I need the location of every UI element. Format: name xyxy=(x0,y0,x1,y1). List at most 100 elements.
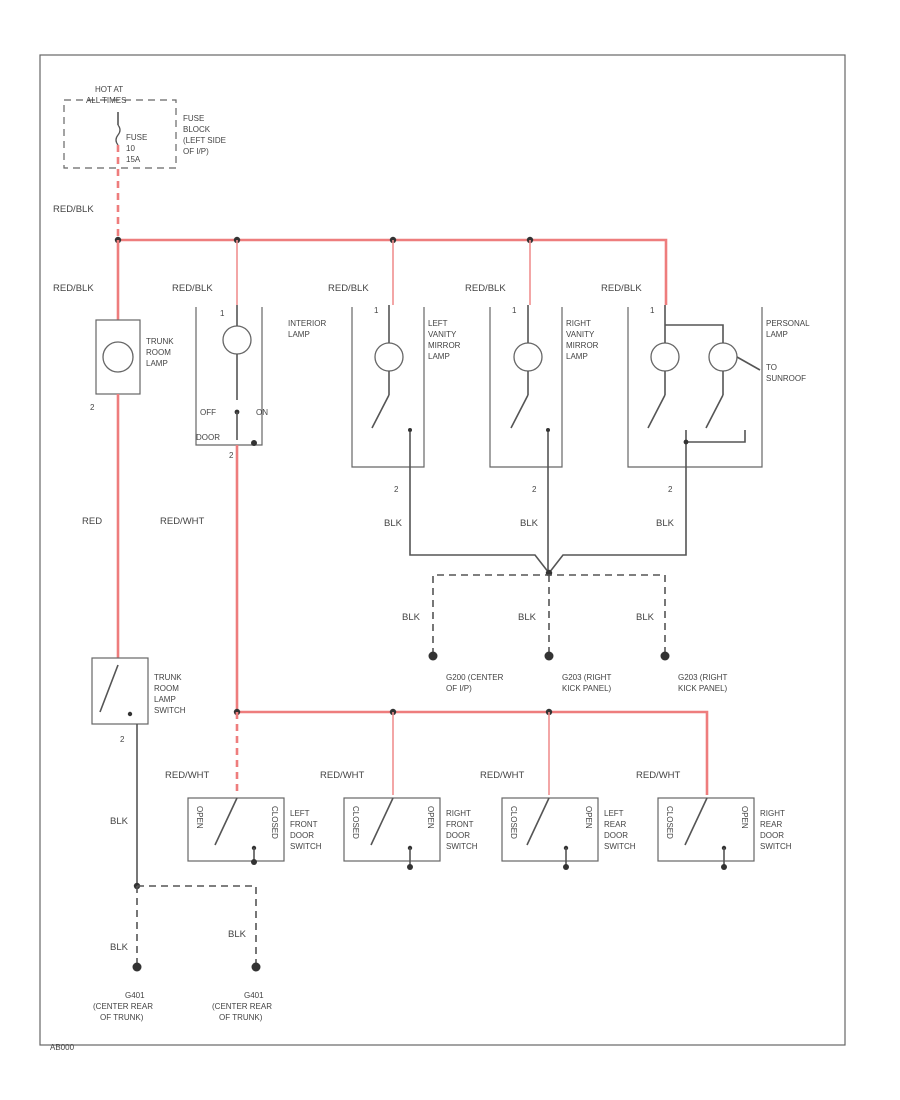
rr-door-state: CLOSED xyxy=(665,806,674,839)
lf-door-state2: CLOSED xyxy=(270,806,279,839)
personal-pin-bottom: 2 xyxy=(668,485,673,494)
left-mirror-label-1: LEFT xyxy=(428,319,448,328)
right-mirror-label-3: MIRROR xyxy=(566,341,599,350)
fuse-block-label-1: FUSE xyxy=(183,114,204,123)
interior-label-2: LAMP xyxy=(288,330,310,339)
wire-label-blk-3: BLK xyxy=(656,518,675,529)
bulb-icon xyxy=(374,342,404,372)
ground-g203a-label-1: G203 (RIGHT xyxy=(562,673,611,682)
ground-g200-label-2: OF I/P) xyxy=(446,684,472,693)
trunk-switch-label-2: ROOM xyxy=(154,684,179,693)
right-mirror-label-1: RIGHT xyxy=(566,319,591,328)
right-front-door-switch: CLOSED OPEN RIGHT FRONT DOOR SWITCH xyxy=(343,797,478,870)
wire-label-blk-6: BLK xyxy=(636,612,655,623)
ground-g203a-label-2: KICK PANEL) xyxy=(562,684,612,693)
right-mirror-pin-top: 1 xyxy=(512,306,517,315)
lf-door-state: OPEN xyxy=(195,806,204,829)
fuse-block-label-3: (LEFT SIDE xyxy=(183,136,226,145)
lr-door-state: CLOSED xyxy=(509,806,518,839)
right-mirror-pin-bottom: 2 xyxy=(532,485,537,494)
wire-label-blk-8: BLK xyxy=(110,942,129,953)
lr-door-label-4: SWITCH xyxy=(604,842,636,851)
fuse-block: HOT AT ALL TIMES FUSE 10 15A FUSE BLOCK … xyxy=(63,85,226,169)
wire-label-redblk-2: RED/BLK xyxy=(53,283,94,294)
right-rear-door-switch: CLOSED OPEN RIGHT REAR DOOR SWITCH xyxy=(657,797,792,870)
redblk-bus xyxy=(118,238,668,305)
ground-g200-label-1: G200 (CENTER xyxy=(446,673,504,682)
bulb-icon xyxy=(513,342,543,372)
ground-g401a-label-3: OF TRUNK) xyxy=(100,1013,144,1022)
ground-g401a-label-1: G401 xyxy=(125,991,145,1000)
lr-door-state2: OPEN xyxy=(584,806,593,829)
trunk-switch-label-1: TRUNK xyxy=(154,673,182,682)
wire-label-redwht-3: RED/WHT xyxy=(320,770,365,781)
trunk-lamp-pin: 2 xyxy=(90,403,95,412)
left-vanity-mirror-lamp: 1 LEFT VANITY MIRROR LAMP 2 xyxy=(351,305,461,494)
trunk-switch-label-3: LAMP xyxy=(154,695,176,704)
wire-label-blk-9: BLK xyxy=(228,929,247,940)
interior-pin-bottom: 2 xyxy=(229,451,234,460)
left-rear-door-switch: CLOSED OPEN LEFT REAR DOOR SWITCH xyxy=(501,797,636,870)
trunk-ground-network: BLK BLK G401 (CENTER REAR OF TRUNK) G401… xyxy=(93,882,272,1022)
redwht-bus xyxy=(237,710,709,795)
rr-door-label-3: DOOR xyxy=(760,831,784,840)
wire-label-blk-2: BLK xyxy=(520,518,539,529)
wire-label-redwht-5: RED/WHT xyxy=(636,770,681,781)
ground-icon xyxy=(251,962,261,972)
personal-label-1: PERSONAL xyxy=(766,319,810,328)
rf-door-label-2: FRONT xyxy=(446,820,474,829)
fuse-block-label-4: OF I/P) xyxy=(183,147,209,156)
rf-door-label-1: RIGHT xyxy=(446,809,471,818)
wire-label-red: RED xyxy=(82,516,102,527)
wire-label-redblk-3: RED/BLK xyxy=(172,283,213,294)
right-vanity-mirror-lamp: 1 RIGHT VANITY MIRROR LAMP 2 xyxy=(489,305,599,494)
interior-on: ON xyxy=(256,408,268,417)
left-mirror-pin-top: 1 xyxy=(374,306,379,315)
interior-off: OFF xyxy=(200,408,216,417)
ground-g401b-label-2: (CENTER REAR xyxy=(212,1002,272,1011)
left-mirror-label-4: LAMP xyxy=(428,352,450,361)
rf-door-label-3: DOOR xyxy=(446,831,470,840)
diagram-frame xyxy=(39,54,846,1046)
wire-label-redblk-5: RED/BLK xyxy=(465,283,506,294)
rr-door-label-2: REAR xyxy=(760,820,782,829)
trunk-switch-pin: 2 xyxy=(120,735,125,744)
rr-door-state2: OPEN xyxy=(740,806,749,829)
wire-label-blk-7: BLK xyxy=(110,816,129,827)
ground-icon xyxy=(428,651,438,661)
lf-door-label-1: LEFT xyxy=(290,809,310,818)
fuse-label-2: 10 xyxy=(126,144,135,153)
personal-pin-top: 1 xyxy=(650,306,655,315)
footer-id: AB000 xyxy=(50,1043,75,1052)
interior-lamp: 1 INTERIOR LAMP OFF ON DOOR 2 xyxy=(195,305,326,460)
wire-label-blk-4: BLK xyxy=(402,612,421,623)
ground-g203b-label-1: G203 (RIGHT xyxy=(678,673,727,682)
right-mirror-label-4: LAMP xyxy=(566,352,588,361)
lf-door-label-4: SWITCH xyxy=(290,842,322,851)
rf-door-label-4: SWITCH xyxy=(446,842,478,851)
rf-door-state2: OPEN xyxy=(426,806,435,829)
rf-door-state: CLOSED xyxy=(351,806,360,839)
trunk-room-lamp: TRUNK ROOM LAMP 2 xyxy=(90,240,174,412)
wire-label-redwht-2: RED/WHT xyxy=(165,770,210,781)
trunk-lamp-label-1: TRUNK xyxy=(146,337,174,346)
trunk-lamp-label-2: ROOM xyxy=(146,348,171,357)
bulb-icon xyxy=(650,342,680,372)
bulb-icon xyxy=(708,342,738,372)
interior-label-1: INTERIOR xyxy=(288,319,326,328)
wire-label-redblk-1: RED/BLK xyxy=(53,204,94,215)
wire-label-redwht-4: RED/WHT xyxy=(480,770,525,781)
personal-label-2: LAMP xyxy=(766,330,788,339)
ground-icon xyxy=(544,651,554,661)
left-mirror-pin-bottom: 2 xyxy=(394,485,399,494)
fuse-icon xyxy=(115,124,121,146)
wire-label-blk-1: BLK xyxy=(384,518,403,529)
lr-door-label-2: REAR xyxy=(604,820,626,829)
lf-door-label-3: DOOR xyxy=(290,831,314,840)
right-mirror-label-2: VANITY xyxy=(566,330,595,339)
ground-g401b-label-1: G401 xyxy=(244,991,264,1000)
left-front-door-switch: OPEN CLOSED LEFT FRONT DOOR SWITCH xyxy=(187,797,322,865)
hot-label-2: ALL TIMES xyxy=(86,96,126,105)
wire-label-redblk-6: RED/BLK xyxy=(601,283,642,294)
lr-door-label-1: LEFT xyxy=(604,809,624,818)
